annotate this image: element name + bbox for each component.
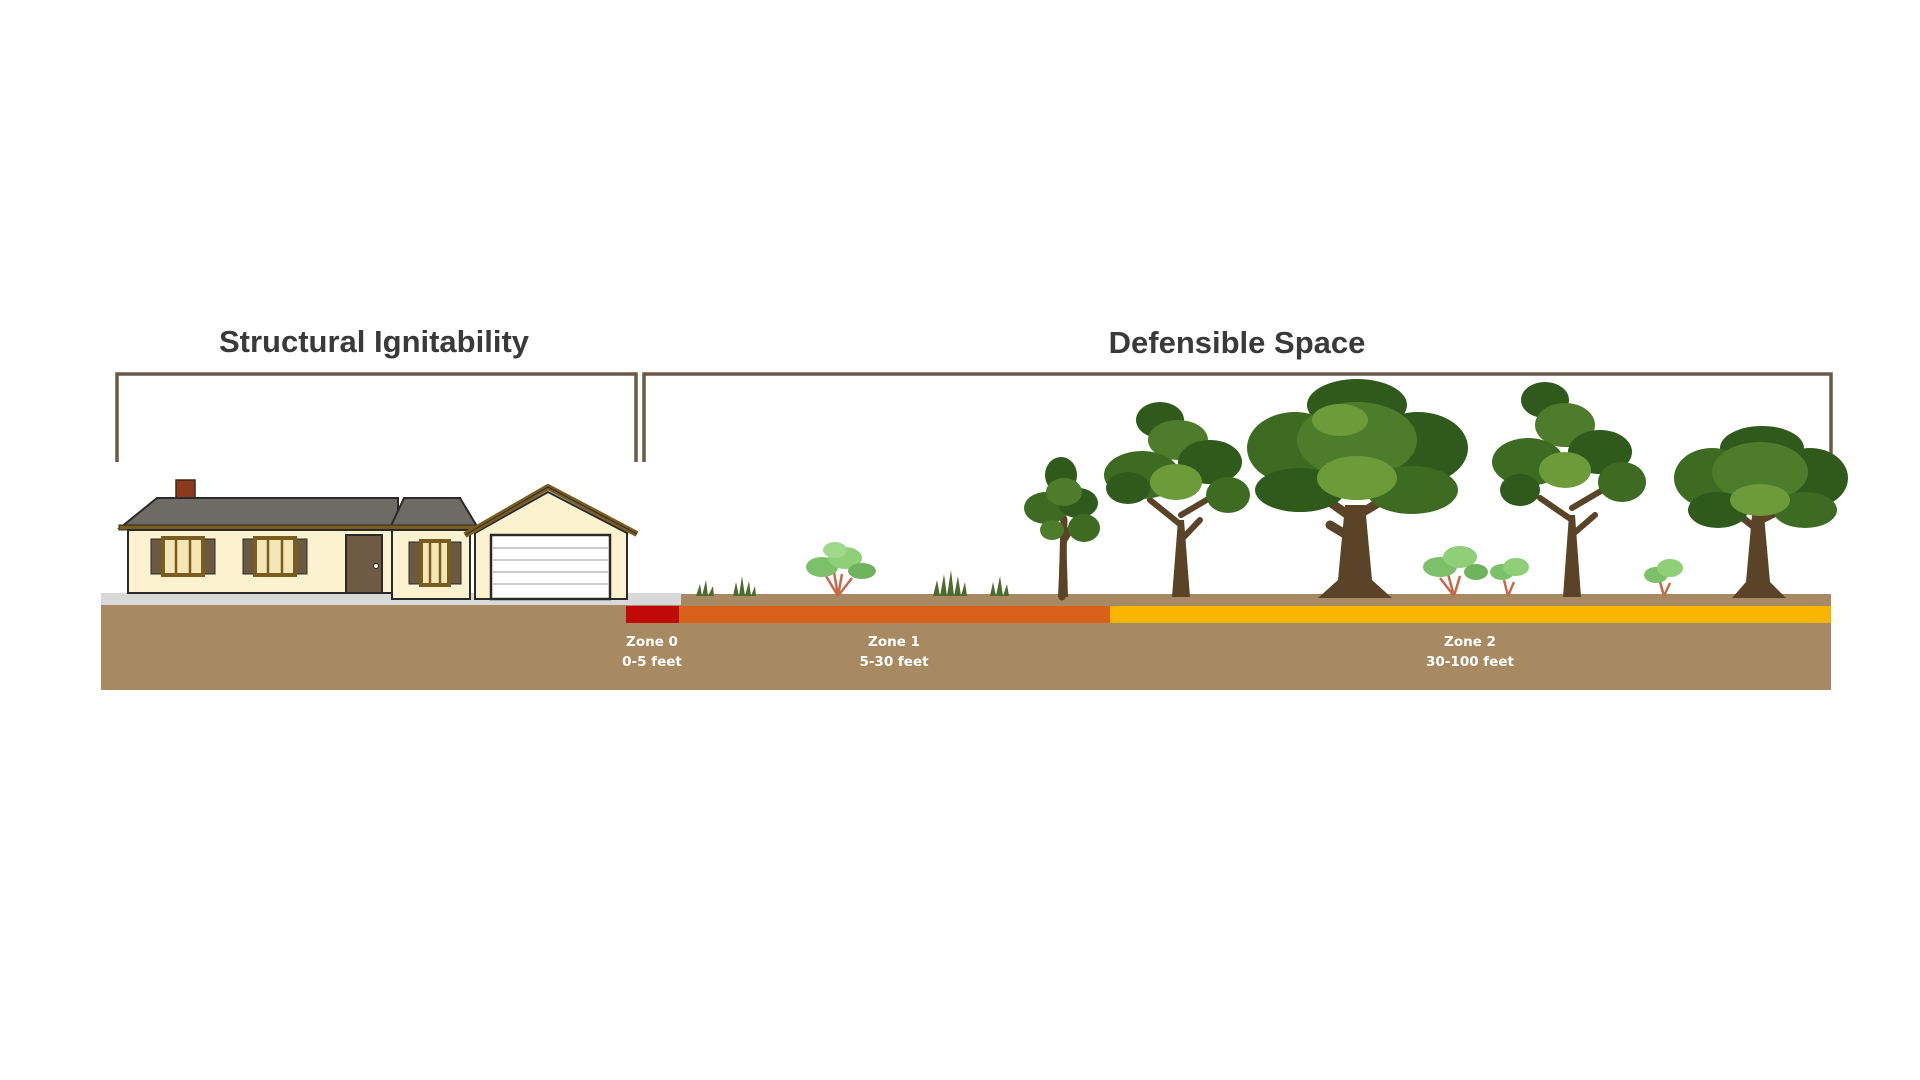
- front-door: [345, 534, 383, 594]
- zone-0-label: Zone 0: [626, 634, 678, 650]
- defensible-space-title: Defensible Space: [1109, 325, 1366, 360]
- grass-tuft-icon: [696, 576, 756, 596]
- tree-icon: [1024, 457, 1100, 601]
- zone-2-label: Zone 2: [1444, 634, 1496, 650]
- zone-1-label: Zone 1: [868, 634, 920, 650]
- zone-1-range: 5-30 feet: [859, 654, 929, 670]
- zone-2-range: 30-100 feet: [1426, 654, 1514, 670]
- tree-icon: [1674, 426, 1848, 598]
- window-3: [408, 539, 462, 587]
- house-icon: [117, 479, 639, 601]
- zone-2-bar: [1110, 606, 1831, 623]
- shrub-icon: [806, 542, 876, 597]
- defensible-bracket: [642, 372, 1833, 462]
- shrub-icon: [1423, 546, 1488, 597]
- grass-tuft-icon: [933, 570, 1009, 596]
- shrub-icon: [1644, 559, 1683, 597]
- tree-icon: [1104, 402, 1250, 597]
- shrub-icon: [1490, 558, 1529, 597]
- window-2: [242, 536, 308, 577]
- middle-roof: [388, 497, 480, 529]
- window-1: [150, 536, 216, 577]
- main-roof: [117, 497, 399, 529]
- zone-0-bar: [626, 606, 679, 623]
- garage-door: [489, 533, 612, 601]
- structural-ignitability-title: Structural Ignitability: [219, 324, 530, 359]
- zone-1-bar: [679, 606, 1110, 623]
- tree-icon: [1492, 382, 1646, 597]
- zone-0-range: 0-5 feet: [622, 654, 682, 670]
- tree-icon: [1247, 379, 1468, 598]
- structural-bracket: [115, 372, 638, 462]
